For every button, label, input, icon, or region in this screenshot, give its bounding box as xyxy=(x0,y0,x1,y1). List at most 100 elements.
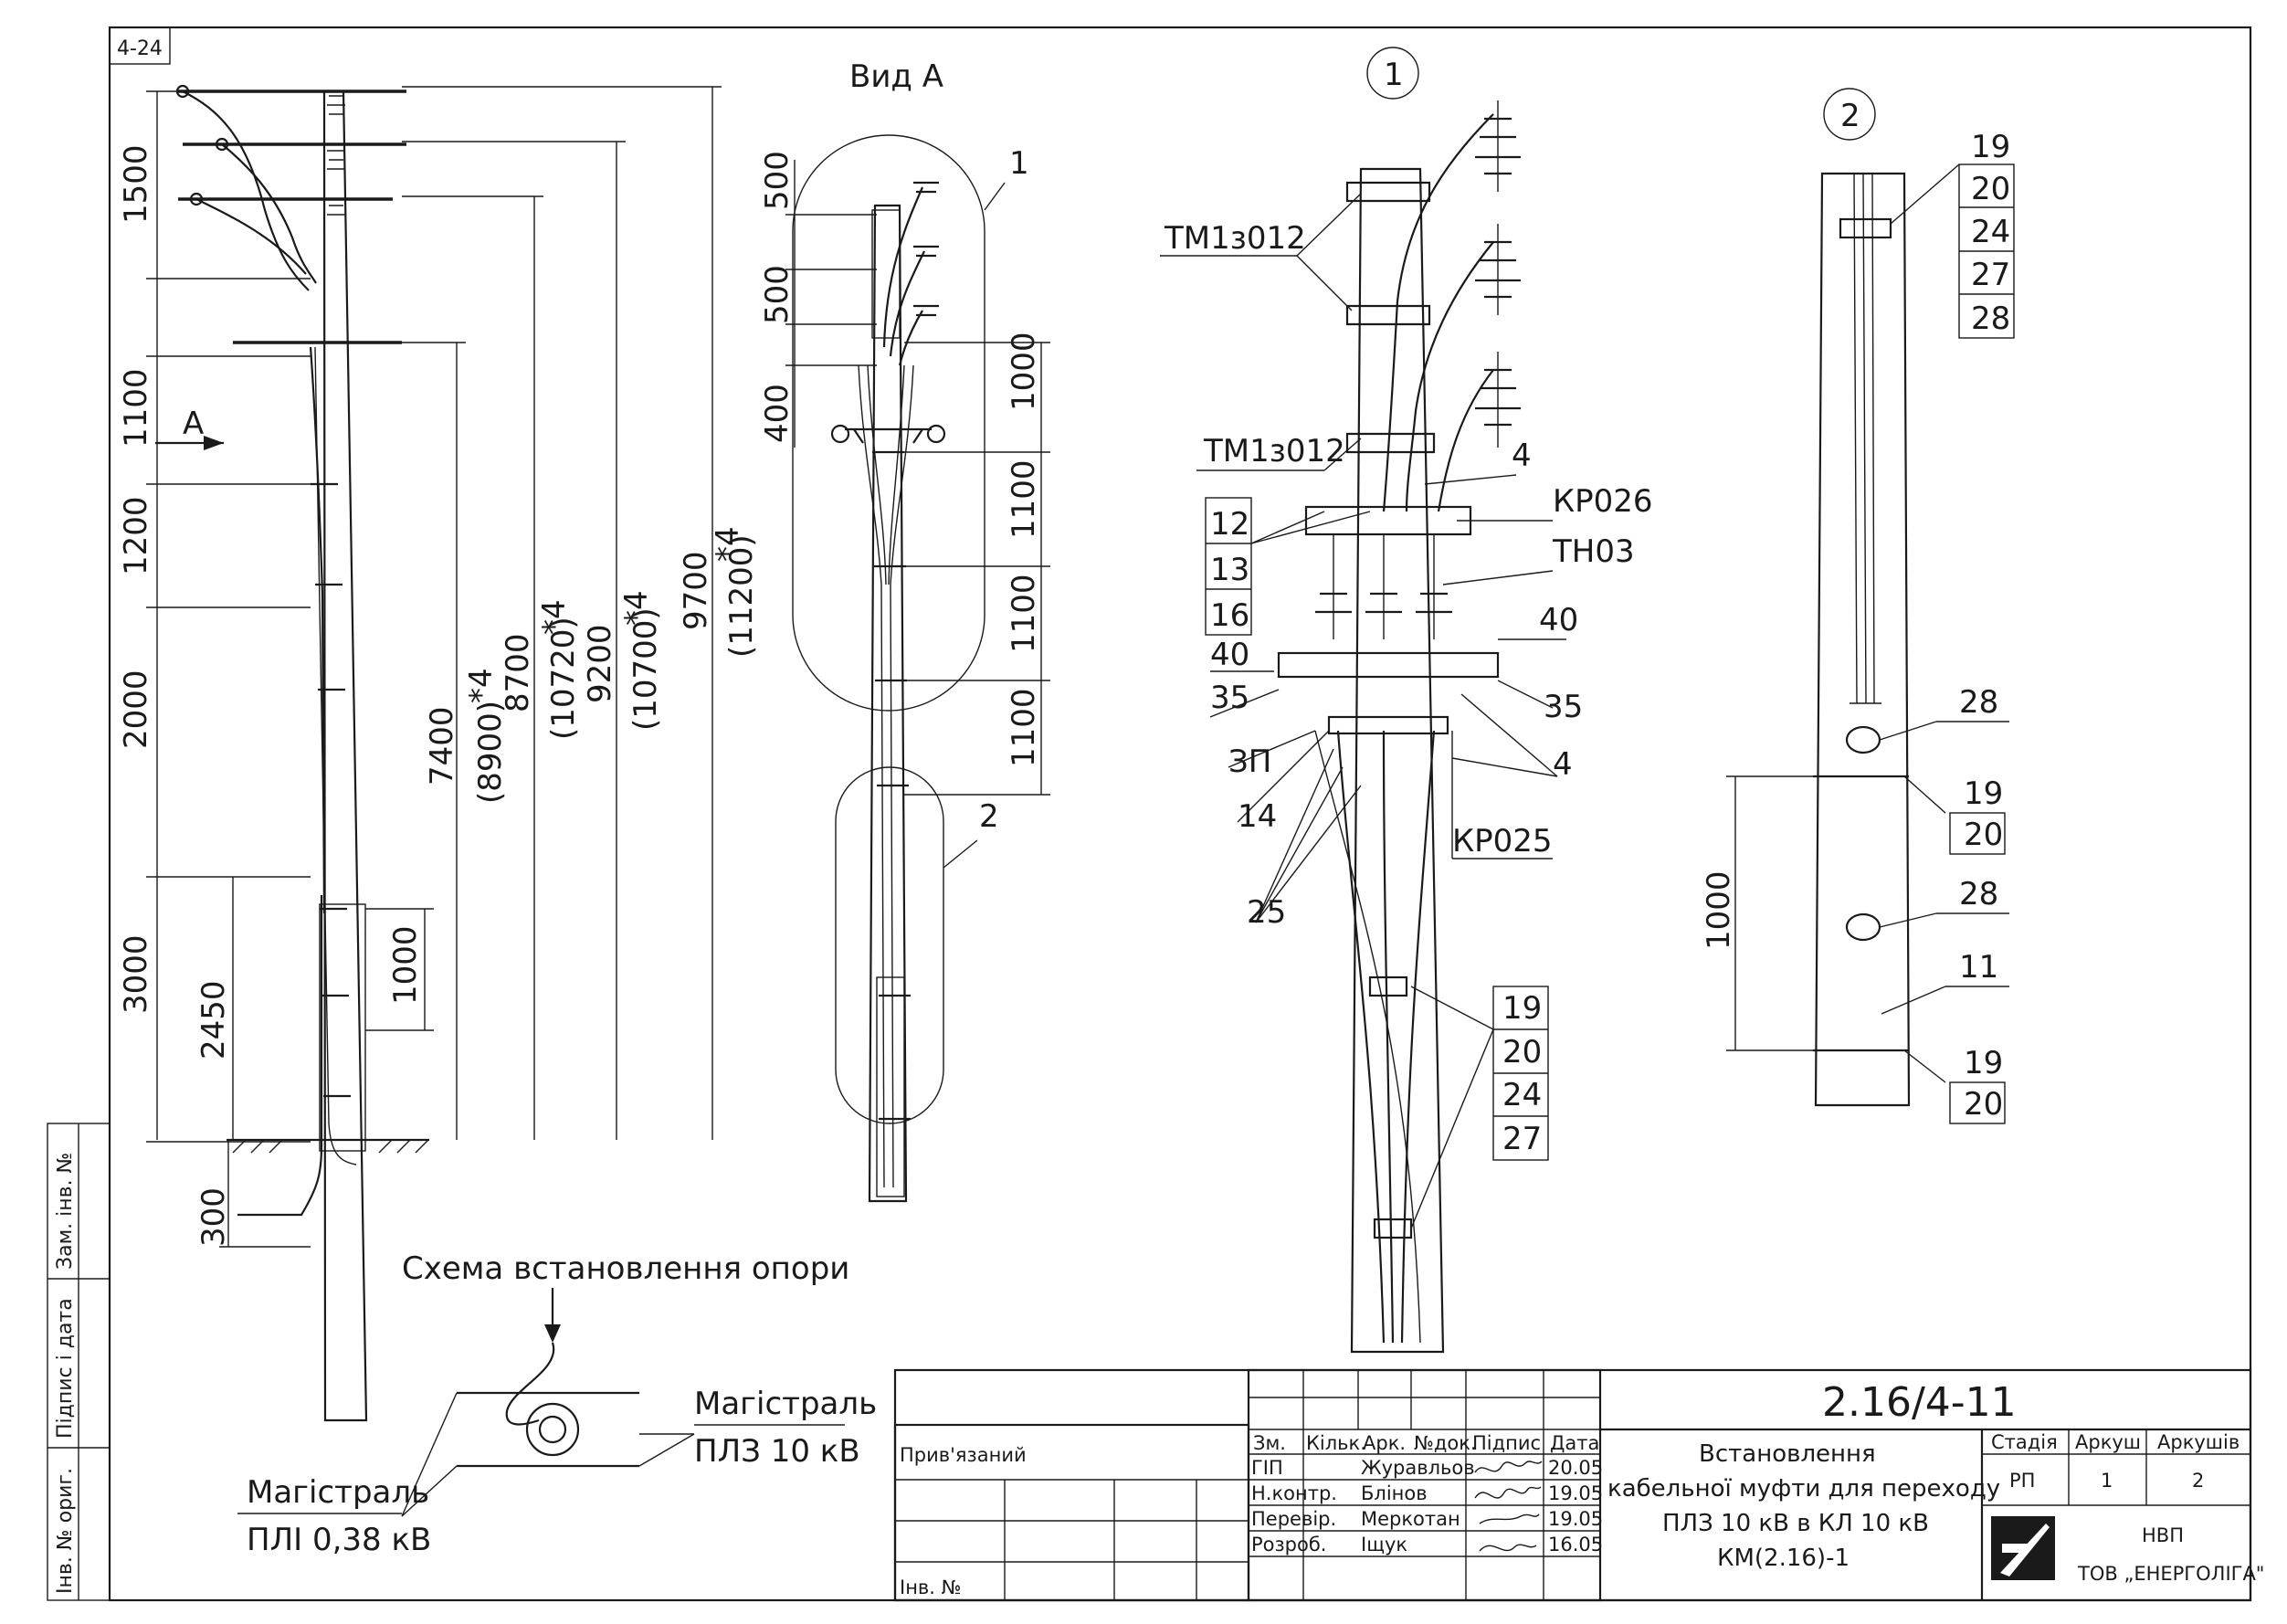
tb-title-4: КМ(2.16)-1 xyxy=(1717,1545,1850,1572)
scheme-right-line2: ПЛЗ 10 кВ xyxy=(694,1433,860,1470)
tb-stage-h3: Аркушів xyxy=(2157,1431,2240,1453)
tb-role-1: ГІП xyxy=(1251,1457,1283,1479)
tb-name-3: Меркотан xyxy=(1361,1508,1460,1530)
callout-outline-1 xyxy=(792,134,985,712)
view-a-dim-1000: 1000 xyxy=(1006,332,1042,411)
sheet-code-box xyxy=(109,26,171,65)
dim-1500: 1500 xyxy=(118,144,154,224)
d2-top-27: 27 xyxy=(1971,257,2010,293)
detail-2: 2 1000 19 20 24 27 28 xyxy=(1701,88,2015,1124)
tb-title-2: кабельної муфти для переходу xyxy=(1607,1475,2000,1503)
dim-9200: 9200 xyxy=(582,624,618,703)
d2-mid-20-a: 20 xyxy=(1964,817,2003,853)
tb-date-2: 19.05 xyxy=(1548,1482,1603,1504)
left-dimensions: 1500 1100 1200 2000 3000 300 2450 1000 xyxy=(118,90,434,1248)
dim-8700: 8700 xyxy=(500,633,536,712)
view-a-dim-1100-3: 1100 xyxy=(1006,688,1042,767)
outer-frame xyxy=(108,26,2252,1602)
d1-label-20: 20 xyxy=(1502,1034,1542,1070)
dim-9700: 9700 xyxy=(678,551,714,630)
d2-top-24: 24 xyxy=(1971,214,2010,250)
d2-top-20: 20 xyxy=(1971,171,2010,207)
dim-10700: (10700) xyxy=(627,607,664,731)
star-mark-4: *4 xyxy=(710,526,746,562)
tb-date-4: 16.05 xyxy=(1548,1534,1603,1555)
tb-h-pidpys: Підпис xyxy=(1472,1432,1541,1454)
tb-doc-code: 2.16/4-11 xyxy=(1822,1379,2017,1426)
tb-name-2: Блінов xyxy=(1361,1482,1428,1504)
signatures xyxy=(1474,1461,1543,1552)
dim-7400: 7400 xyxy=(424,706,460,786)
callout-outline-2 xyxy=(835,766,944,1124)
tb-stage-v1: РП xyxy=(2009,1470,2035,1492)
view-a: Вид А 1 2 500 500 400 xyxy=(759,58,1050,1203)
star-mark-1: *4 xyxy=(463,668,500,703)
d2-mid-19-b: 19 xyxy=(1964,1045,2003,1081)
view-a-callout-2: 2 xyxy=(979,798,999,835)
tb-org-1: НВП xyxy=(2142,1524,2184,1546)
dim-11200: (11200) xyxy=(723,534,760,658)
detail-2-number: 2 xyxy=(1840,98,1860,134)
scheme-title: Схема встановлення опори xyxy=(402,1250,849,1287)
d2-mid-20-b: 20 xyxy=(1964,1086,2003,1123)
stamp-sign-date: Підпис і дата xyxy=(54,1298,77,1439)
scheme-left-line1: Магістраль xyxy=(247,1474,429,1511)
view-a-dim-1100-2: 1100 xyxy=(1006,574,1042,653)
star-mark-2: *4 xyxy=(536,599,573,635)
d1-label-4-top: 4 xyxy=(1512,438,1532,474)
view-a-dim-1100-1: 1100 xyxy=(1006,459,1042,539)
tb-inv: Інв. № xyxy=(900,1577,962,1598)
side-stamp: Інв. № ориг. Підпис і дата Зам. інв. № xyxy=(47,1123,111,1601)
installation-scheme: Схема встановлення опори Магістраль ПЛЗ … xyxy=(237,1250,877,1558)
d1-label-tm1z012-a: ТМ1з012 xyxy=(1164,220,1306,257)
stamp-inv-orig: Інв. № ориг. xyxy=(54,1468,77,1594)
scheme-right-line1: Магістраль xyxy=(694,1386,877,1422)
tb-stage-h2: Аркуш xyxy=(2075,1431,2141,1453)
dim-3000: 3000 xyxy=(118,934,154,1014)
d1-label-25: 25 xyxy=(1247,894,1286,931)
dim-300: 300 xyxy=(195,1187,232,1247)
d1-label-35-right: 35 xyxy=(1544,689,1583,725)
d1-label-16: 16 xyxy=(1210,597,1249,634)
tb-h-kilk: Кільк. xyxy=(1306,1432,1366,1454)
arrow-a-label: А xyxy=(183,406,204,442)
d2-top-19: 19 xyxy=(1971,129,2010,165)
sheet-code: 4-24 xyxy=(117,37,163,60)
dim-2000: 2000 xyxy=(118,670,154,749)
d2-mid-19-a: 19 xyxy=(1964,775,2003,812)
tb-h-ndok: №док. xyxy=(1414,1432,1477,1454)
dim-8900: (8900) xyxy=(472,701,509,804)
tb-role-2: Н.контр. xyxy=(1251,1482,1337,1504)
tb-stage-h1: Стадія xyxy=(1991,1431,2058,1453)
dim-10720: (10720) xyxy=(545,617,582,740)
pole-body xyxy=(322,90,368,1422)
d1-label-zp: ЗП xyxy=(1228,743,1271,780)
right-dimensions: 7400 (8900) 8700 (10720) 9200 (10700) 97… xyxy=(402,86,760,1140)
detail-1-number: 1 xyxy=(1384,57,1404,93)
tb-h-ark: Арк. xyxy=(1363,1432,1406,1454)
company-logo-icon xyxy=(1991,1516,2055,1580)
d2-mid-11: 11 xyxy=(1959,949,1998,986)
tb-org-2: ТОВ „ЕНЕРГОЛІГА" xyxy=(2077,1563,2264,1585)
tb-stage-v3: 2 xyxy=(2192,1470,2204,1492)
tb-title-3: ПЛЗ 10 кВ в КЛ 10 кВ xyxy=(1662,1510,1929,1537)
d1-label-14: 14 xyxy=(1238,798,1277,835)
dim-1100: 1100 xyxy=(118,368,154,448)
d1-label-13: 13 xyxy=(1210,552,1249,588)
tb-attached: Прив'язаний xyxy=(900,1444,1027,1466)
title-block: Прив'язаний Інв. № Зм. Кільк. Арк. №док.… xyxy=(893,1368,2264,1602)
tb-date-3: 19.05 xyxy=(1548,1508,1603,1530)
tb-name-1: Журавльов xyxy=(1361,1457,1475,1479)
d1-label-tm1z012-b: ТМ1з012 xyxy=(1203,433,1345,469)
tb-h-zm: Зм. xyxy=(1253,1432,1286,1454)
tb-title-1: Встановлення xyxy=(1699,1440,1876,1468)
view-a-dim-500-2: 500 xyxy=(759,265,796,324)
d1-label-35-left: 35 xyxy=(1210,680,1249,716)
dim-1000: 1000 xyxy=(387,925,424,1005)
d1-label-27: 27 xyxy=(1502,1121,1542,1157)
d1-label-40-left: 40 xyxy=(1210,637,1249,673)
dim-1200: 1200 xyxy=(118,496,154,575)
view-a-title: Вид А xyxy=(849,58,943,95)
view-a-dim-400: 400 xyxy=(759,384,796,443)
